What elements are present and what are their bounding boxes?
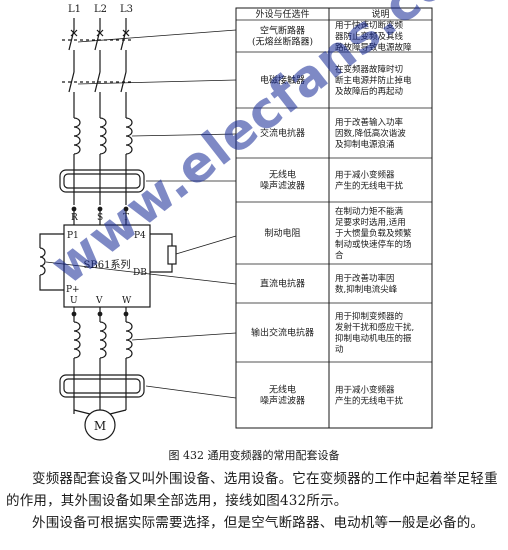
dc-reactor-wire — [39, 275, 64, 291]
circuit — [39, 18, 237, 441]
table-device-name: 噪声滤波器 — [260, 180, 305, 192]
table-device-desc: 抑制电动机电压的振 — [335, 333, 412, 344]
terminal-label-pplus: P+ — [66, 285, 80, 295]
table-device-desc: 在制动力矩不能满 — [335, 206, 404, 217]
pointer-line — [77, 79, 237, 85]
table-device-desc: 产生的无线电干扰 — [335, 181, 404, 192]
output-terminal-dot — [71, 311, 77, 317]
table-device-desc: 因数,降低高次谐波 — [335, 128, 406, 139]
terminal-label-p1: P1 — [67, 231, 79, 241]
dc-reactor-wire — [39, 233, 64, 248]
paragraph-1: 变频器配套设备又叫外围设备、选用设备。它在变频器的工作中起着举足轻重的作用，其外… — [6, 471, 498, 509]
table-device-name: (无熔丝断路器) — [252, 36, 313, 48]
table-device-desc: 用于抑制变频器的 — [335, 311, 403, 322]
pointer-line — [45, 261, 237, 285]
table-device-desc: 发射干扰和感应干扰, — [335, 322, 414, 333]
table-header-device: 外设与任选件 — [255, 8, 309, 20]
table-header-desc: 说明 — [371, 8, 389, 20]
phase-label-3: L3 — [120, 4, 133, 15]
terminal-label-t: T — [123, 213, 129, 223]
table-device-desc: 于大惯量负载及频繁 — [335, 228, 412, 239]
terminal-label-v: V — [95, 296, 103, 306]
table-device-desc: 在变频器故障时切 — [335, 64, 403, 75]
table-device-desc: 动 — [335, 344, 344, 355]
phase-label-2: L2 — [94, 4, 107, 15]
table-device-name: 电磁接触器 — [260, 74, 305, 86]
output-filter-ring-outer — [59, 374, 145, 398]
motor-label: M — [94, 419, 106, 433]
output-reactor-coil — [73, 321, 81, 359]
brake-wire — [150, 233, 173, 246]
breaker-cross — [122, 29, 130, 37]
output-reactor-coil — [99, 321, 107, 359]
table-device-desc: 断主电源并防止掉电 — [335, 75, 412, 86]
pointer-line — [145, 385, 237, 399]
contactor-contact — [94, 71, 101, 93]
breaker-cross — [70, 29, 78, 37]
pointer-line — [131, 133, 237, 137]
table-device-desc: 足要求时选用,适用 — [335, 217, 406, 228]
figure-caption: 图 432 通用变频器的常用配套设备 — [168, 449, 340, 462]
inverter-box — [63, 224, 151, 308]
breaker-contact — [94, 29, 101, 51]
table-device-name: 无线电 — [269, 169, 296, 181]
table-device-desc: 用于快速切断变频 — [335, 20, 404, 31]
output-terminal-dot — [123, 311, 129, 317]
dc-reactor-coil — [39, 247, 46, 276]
table-device-desc: 用于减小变频器 — [335, 385, 395, 396]
table-device-desc: 器防止变频及其线 — [335, 31, 404, 42]
table-device-name: 空气断路器 — [260, 25, 305, 37]
output-terminal-dot — [97, 311, 103, 317]
terminal-label-r: R — [71, 213, 78, 223]
table-border — [235, 7, 433, 429]
braking-resistor — [167, 245, 177, 265]
terminal-label-db: DB — [133, 268, 147, 278]
pointer-line — [77, 29, 237, 43]
table-device-desc: 用于改善功率因 — [335, 273, 395, 284]
table-device-name: 制动电阻 — [264, 227, 300, 239]
motor-lead — [109, 409, 127, 415]
contactor-contact — [68, 71, 75, 93]
paragraph-2: 外围设备可根据实际需要选择，但是空气断路器、电动机等一般是必备的。 — [32, 515, 485, 531]
table-device-desc: 用于改善输入功率 — [335, 117, 404, 128]
table-device-desc: 合 — [335, 250, 344, 261]
table-device-name: 输出交流电抗器 — [251, 327, 314, 339]
table-device-desc: 及故障后的再起动 — [335, 86, 404, 97]
table-device-name: 无线电 — [269, 384, 296, 396]
table-device-name: 直流电抗器 — [260, 278, 305, 290]
brake-wire — [150, 264, 173, 273]
terminal-label-s: S — [97, 213, 103, 223]
input-reactor-coil — [99, 117, 107, 155]
input-reactor-coil — [125, 117, 133, 155]
table-device-desc: 数,抑制电流尖峰 — [335, 284, 398, 295]
pointer-line — [175, 235, 237, 255]
table-device-desc: 及抑制电源浪涌 — [335, 139, 395, 150]
table-device-desc: 制动或快速停车的场 — [335, 239, 412, 250]
phase-label-1: L1 — [68, 4, 81, 15]
terminal-label-w: W — [122, 296, 132, 306]
input-filter-ring-outer — [59, 169, 145, 193]
motor-circle — [84, 409, 116, 441]
table-device-name: 噪声滤波器 — [260, 395, 305, 407]
inverter-model-label: SB61系列 — [84, 258, 131, 271]
terminal-label-u: U — [70, 296, 78, 306]
breaker-cross — [96, 29, 104, 37]
output-reactor-coil — [125, 321, 133, 359]
output-filter-ring-inner — [63, 378, 141, 394]
table-device-desc: 路故障导致电源故障 — [335, 42, 412, 53]
pointer-line — [131, 332, 237, 341]
input-filter-ring-inner — [63, 173, 141, 189]
input-reactor-coil — [73, 117, 81, 155]
table-device-desc: 用于减小变频器 — [335, 170, 395, 181]
terminal-label-p4: P4 — [134, 231, 146, 241]
table-device-name: 交流电抗器 — [260, 127, 305, 139]
motor-lead — [73, 409, 91, 415]
breaker-contact — [68, 29, 75, 51]
table-device-desc: 产生的无线电干扰 — [335, 396, 404, 407]
